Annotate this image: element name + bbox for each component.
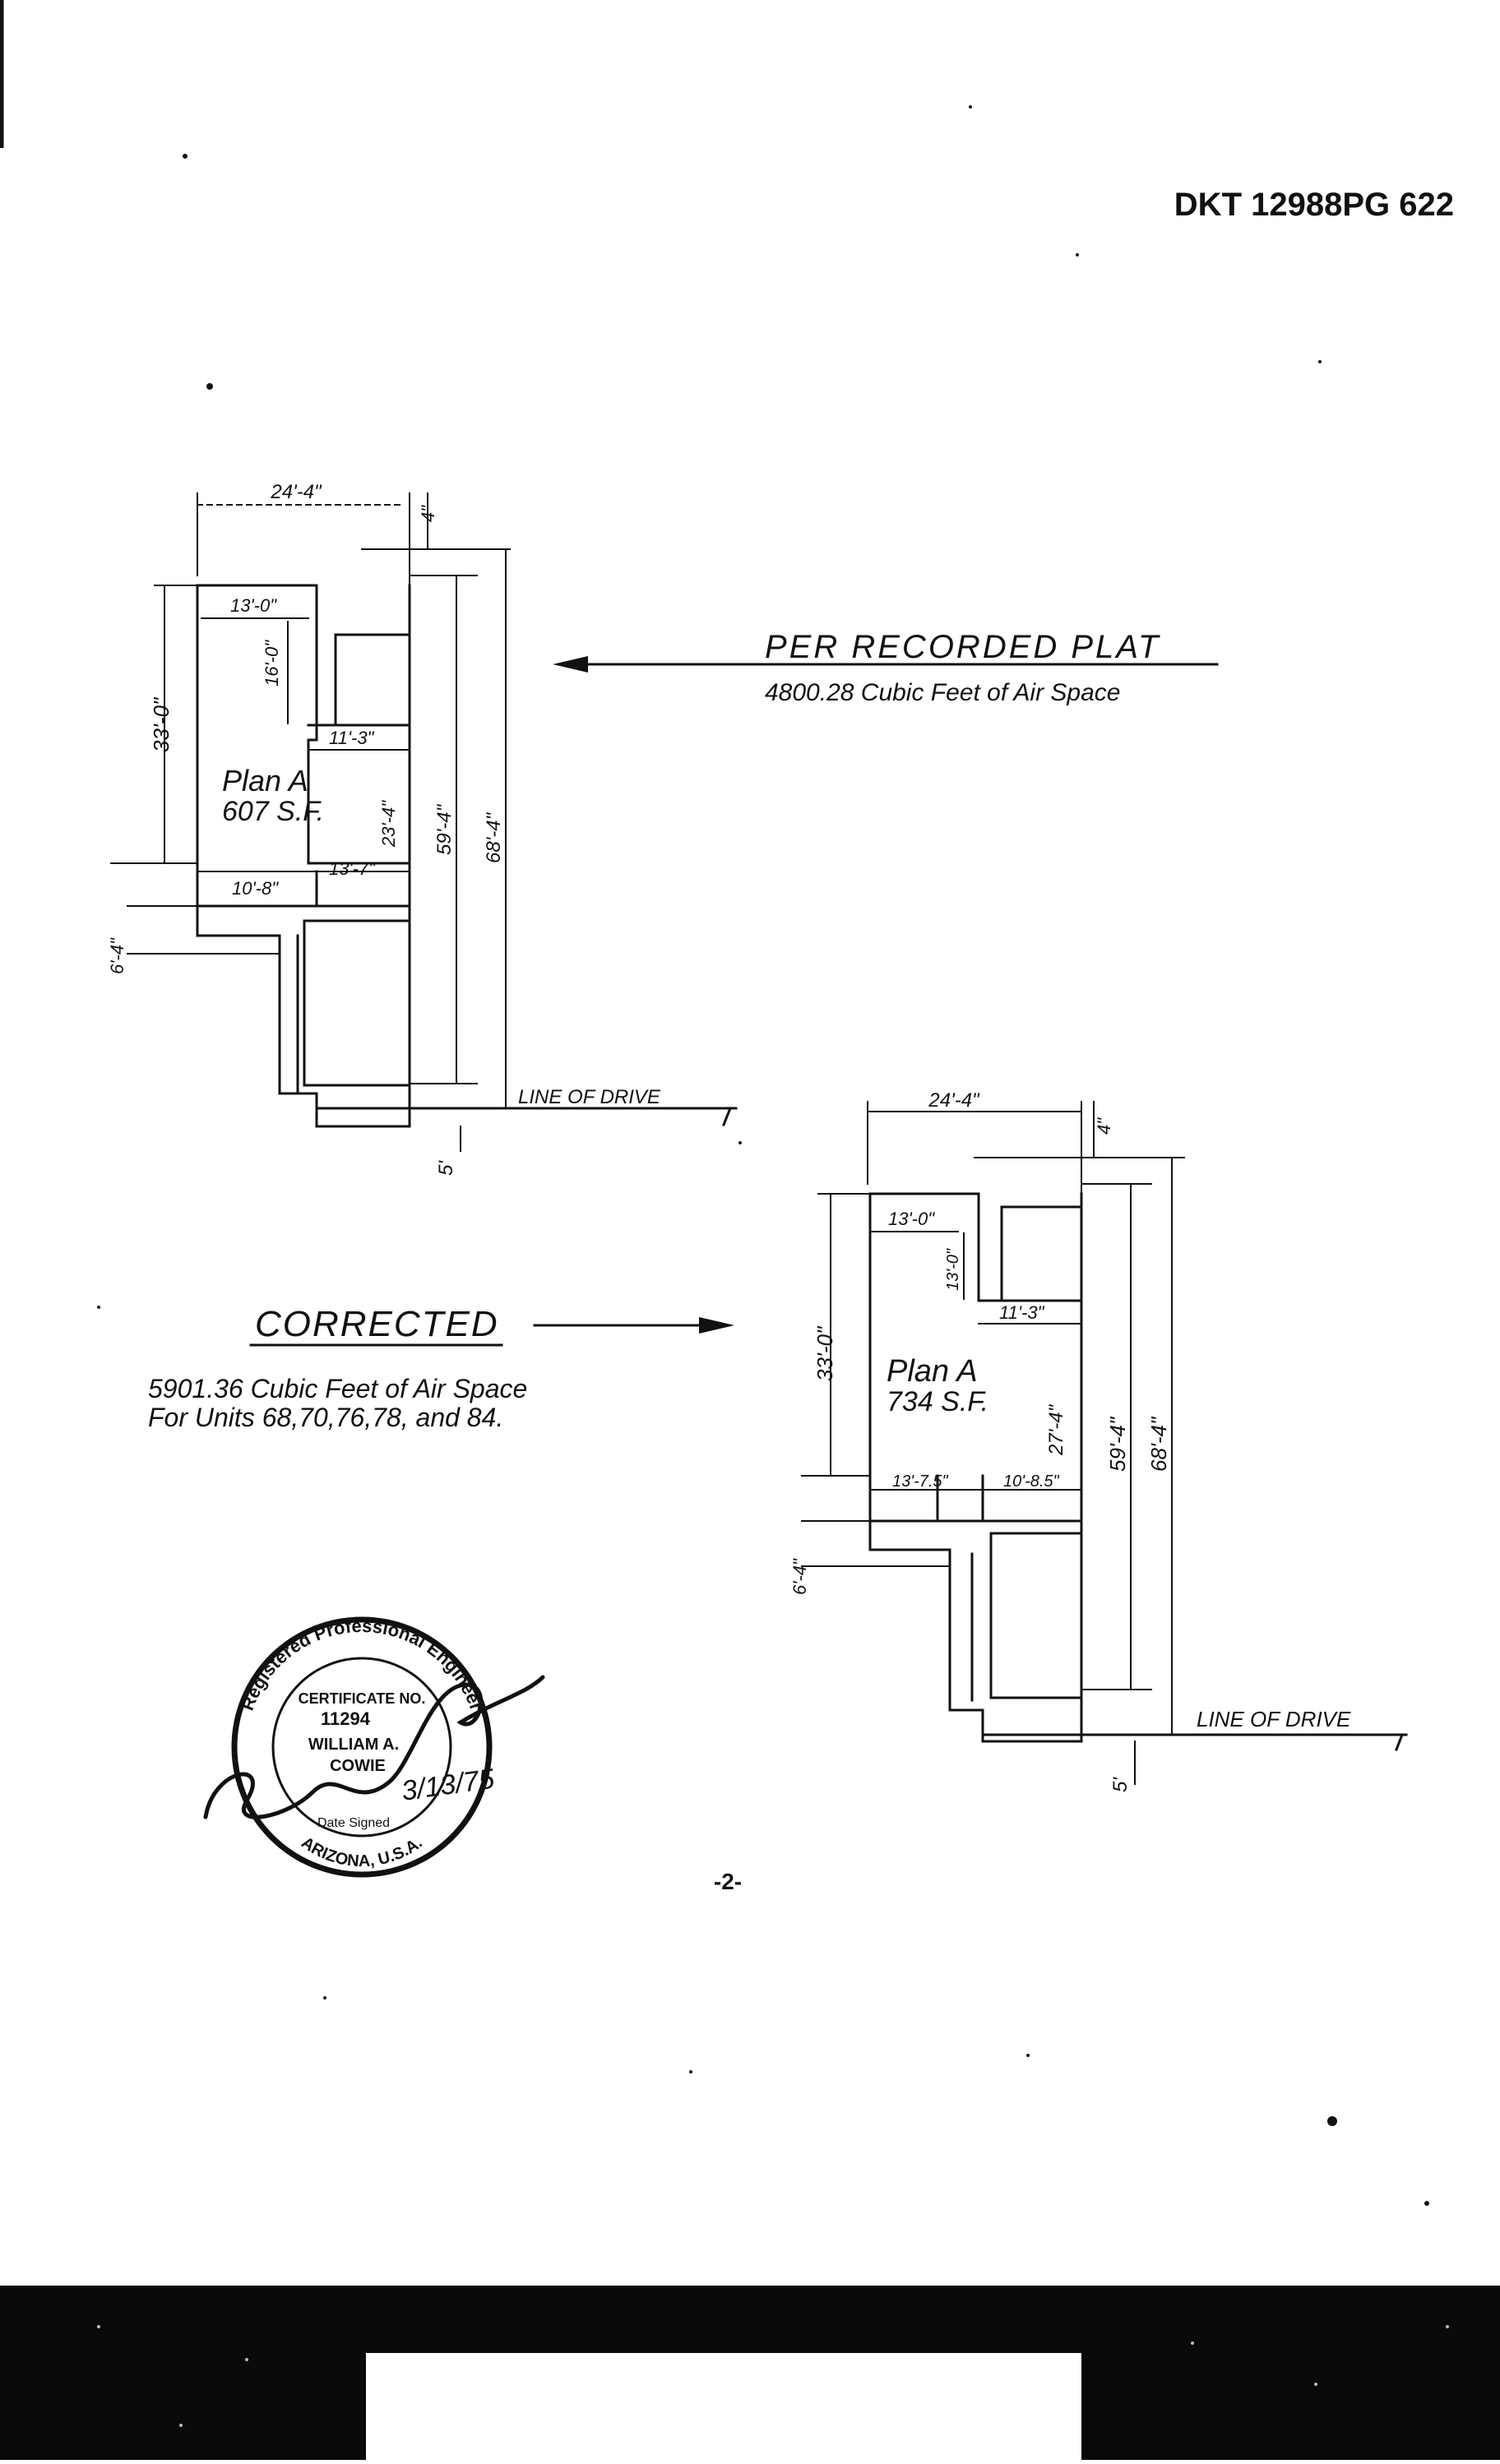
corr-area: 734 S.F. (887, 1386, 988, 1417)
corr-total-height: 68'-4" (1146, 1416, 1171, 1472)
corr-garage-depth: 6'-4" (789, 1558, 810, 1595)
orig-bottom-right: 13'-7" (329, 858, 376, 879)
scan-specks (97, 105, 1429, 2206)
note-recorded: PER RECORDED PLAT 4800.28 Cubic Feet of … (553, 629, 1219, 706)
seal-number: 11294 (321, 1708, 371, 1729)
corr-plan-name: Plan A (887, 1354, 978, 1389)
orig-room-width: 13'-0" (230, 595, 277, 616)
corr-height-left: 33'-0" (812, 1325, 837, 1381)
seal-name2: COWIE (330, 1757, 386, 1775)
corr-bottom-left: 13'-7.5" (892, 1472, 949, 1491)
seal-name1: WILLIAM A. (308, 1736, 399, 1754)
corr-room-depth: 13'-0" (944, 1248, 962, 1291)
scan-paper-strip (366, 2353, 1081, 2460)
corr-offset-top: 4" (1094, 1117, 1114, 1135)
corr-drive-label: LINE OF DRIVE (1197, 1707, 1351, 1731)
scan-noise (97, 2325, 1449, 2427)
corr-room-width: 13'-0" (888, 1209, 935, 1229)
corr-step-width: 11'-3" (999, 1302, 1045, 1323)
orig-inner-height: 23'-4" (378, 800, 399, 848)
orig-drive-label: LINE OF DRIVE (518, 1086, 661, 1108)
docket-reference: DKT 12988PG 622 (1174, 187, 1454, 223)
orig-drive-offset: 5' (435, 1160, 457, 1176)
corr-inner-height: 27'-4" (1045, 1403, 1067, 1456)
corr-overall-height: 59'-4" (1105, 1416, 1130, 1472)
corr-drive-offset: 5' (1109, 1777, 1132, 1792)
page-number: -2- (714, 1869, 742, 1894)
seal-date: 3/13/75 (400, 1763, 497, 1806)
orig-area: 607 S.F. (222, 796, 324, 827)
orig-bottom-left: 10'-8" (232, 878, 279, 899)
recorded-plat-subtitle: 4800.28 Cubic Feet of Air Space (765, 679, 1120, 706)
engineer-seal: Registered Professional Engineer ARIZONA… (203, 1616, 545, 1878)
plan-original: 24'-4" 4" 13'-0" 16'-0" 11'-3" Plan A 60… (107, 481, 738, 1176)
seal-signed: Date Signed (317, 1816, 390, 1830)
orig-room-depth: 16'-0" (262, 640, 282, 686)
corr-bottom-right: 10'-8.5" (1003, 1472, 1060, 1491)
recorded-plat-title: PER RECORDED PLAT (765, 629, 1160, 665)
corrected-title: CORRECTED (255, 1304, 499, 1344)
orig-height-left: 33'-0" (149, 696, 174, 752)
orig-total-height: 68'-4" (483, 811, 505, 863)
orig-garage-depth: 6'-4" (107, 937, 127, 974)
orig-plan-name: Plan A (222, 764, 308, 797)
orig-overall-height: 59'-4" (433, 803, 456, 855)
corr-width-top: 24'-4" (928, 1089, 980, 1112)
corrected-line2: For Units 68,70,76,78, and 84. (148, 1403, 503, 1432)
arrow-left-icon (553, 656, 588, 673)
arrow-right-icon (699, 1317, 734, 1334)
note-corrected: CORRECTED 5901.36 Cubic Feet of Air Spac… (148, 1304, 734, 1432)
orig-step-width: 11'-3" (329, 728, 375, 748)
plan-corrected: 24'-4" 4" 13'-0" 13'-0" 11'-3" Plan A 73… (789, 1089, 1408, 1792)
corrected-line1: 5901.36 Cubic Feet of Air Space (148, 1374, 527, 1403)
signature-stroke (203, 1675, 545, 1819)
orig-width-top: 24'-4" (270, 481, 322, 503)
seal-certificate: CERTIFICATE NO. (299, 1690, 426, 1707)
